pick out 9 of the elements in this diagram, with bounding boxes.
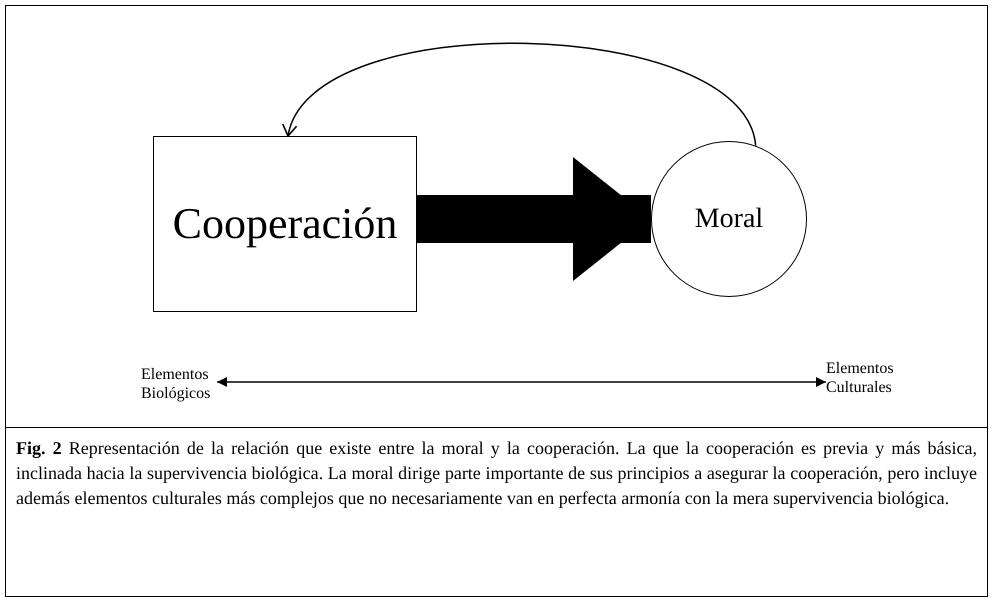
- node-label: Moral: [694, 202, 764, 236]
- node-label: Cooperación: [172, 198, 398, 250]
- figure-caption: Fig. 2 Representación de la relación que existe entre la moral y la cooperación. La que la cooperación es previa y más básica, inclinada hacia la supervivencia biológica. La moral dirige parte importante de sus principios a asegurar la cooperación, pero incluye además elementos culturales más complejos que no necesariamente van en perfecta armonía con la mera supervivencia biológica.: [6, 427, 987, 596]
- axis-end-label: Elementos Biológicos: [141, 364, 212, 404]
- axis-end-label: Elementos Culturales: [826, 358, 895, 398]
- concept-box: [153, 136, 417, 312]
- curved-arrow: [285, 42, 756, 146]
- block-arrow: [417, 157, 651, 281]
- double-arrow: [217, 377, 826, 387]
